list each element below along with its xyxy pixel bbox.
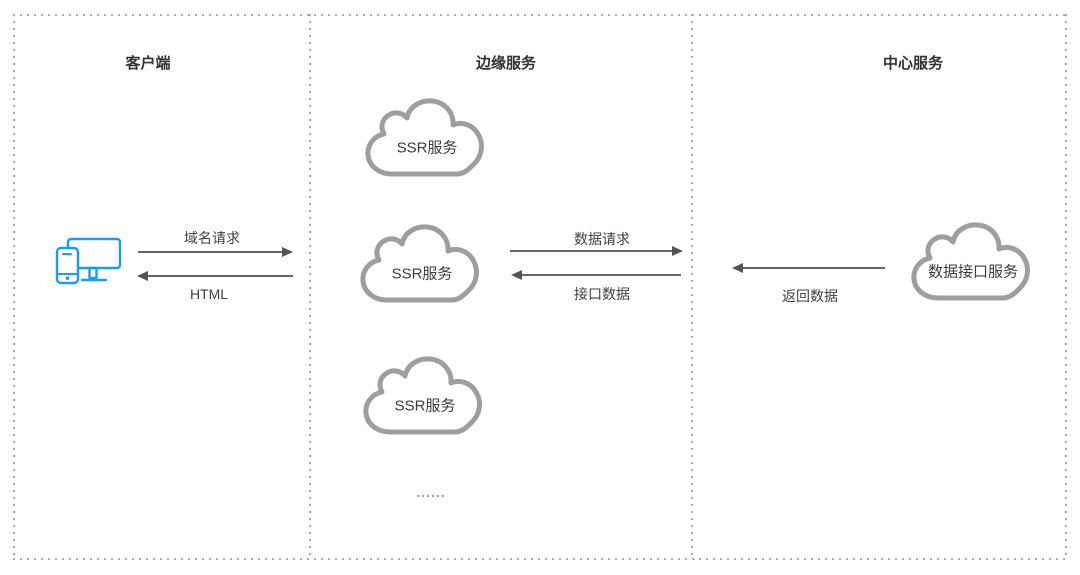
arrow-domain-request	[138, 247, 293, 257]
flow-label-return-data: 返回数据	[782, 288, 838, 304]
central-cloud: 数据接口服务	[908, 219, 1038, 303]
arrow-head-left-icon	[137, 271, 148, 281]
arrow-api-data	[511, 270, 681, 280]
arrow-shaft	[510, 250, 674, 252]
cloud-label: SSR服务	[394, 397, 456, 415]
frame-border-right	[1065, 14, 1067, 560]
arrow-shaft	[520, 274, 681, 276]
cloud-label: SSR服务	[391, 265, 453, 283]
flow-label-api-data: 接口数据	[574, 286, 630, 302]
frame-border-left	[13, 14, 15, 560]
column-separator-client-edge	[309, 14, 311, 560]
arrow-shaft	[741, 267, 885, 269]
arrow-head-right-icon	[282, 247, 293, 257]
edge-cloud-1: SSR服务	[362, 95, 492, 179]
column-title-edge: 边缘服务	[475, 55, 537, 72]
arrow-shaft	[138, 251, 284, 253]
cloud-label: 数据接口服务	[927, 263, 1019, 281]
frame-border-bottom	[13, 558, 1067, 560]
arrow-return-data	[732, 263, 885, 273]
arrow-data-request	[510, 246, 683, 256]
flow-label-html: HTML	[189, 286, 229, 302]
cloud-icon	[363, 356, 482, 435]
frame-border-top	[13, 14, 1067, 16]
flow-label-domain-request: 域名请求	[184, 230, 240, 246]
arrow-head-right-icon	[672, 246, 683, 256]
arrow-html-response	[137, 271, 293, 281]
column-title-client: 客户端	[125, 55, 171, 72]
cloud-label: SSR服务	[396, 139, 458, 157]
arrow-head-left-icon	[732, 263, 743, 273]
edge-cloud-2: SSR服务	[357, 221, 487, 305]
flow-label-data-request: 数据请求	[574, 231, 630, 247]
edge-cloud-3: SSR服务	[360, 353, 490, 437]
cloud-icon	[365, 98, 484, 177]
cloud-icon	[360, 224, 479, 303]
client-device-icon	[52, 236, 122, 286]
column-separator-edge-central	[691, 14, 693, 560]
arrow-shaft	[146, 275, 293, 277]
arrow-head-left-icon	[511, 270, 522, 280]
more-services-ellipsis: ......	[416, 484, 446, 500]
column-title-central: 中心服务	[882, 55, 944, 72]
cloud-icon	[911, 222, 1030, 301]
